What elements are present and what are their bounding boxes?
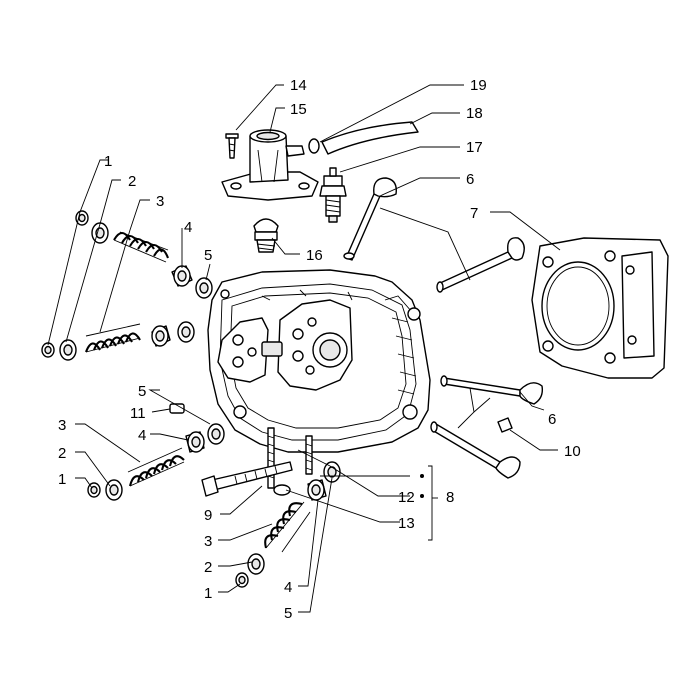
valve-top-a <box>343 177 397 261</box>
plug-16 <box>253 218 279 253</box>
valve-train-upper <box>41 210 213 361</box>
callout-7: 7 <box>470 205 478 222</box>
callout-2: 2 <box>128 173 136 190</box>
temp-sensor-17 <box>319 167 347 223</box>
head-gasket-7 <box>531 237 669 379</box>
callout-3-mid: 3 <box>58 417 66 434</box>
callout-14: 14 <box>290 77 307 94</box>
cylinder-head <box>207 269 431 453</box>
callout-3: 3 <box>156 193 164 210</box>
callout-5-low: 5 <box>284 605 292 622</box>
hose-18 <box>321 121 419 155</box>
valve-train-lower <box>235 461 341 588</box>
callout-11: 11 <box>130 405 146 422</box>
callout-2-low: 2 <box>204 559 212 576</box>
valve-bottom-b <box>430 421 521 479</box>
valve-top-b <box>436 237 525 293</box>
callout-6-top: 6 <box>466 171 474 188</box>
callout-5: 5 <box>204 247 212 264</box>
callout-labels: 1 2 3 4 5 14 15 19 18 17 6 7 16 5 11 4 3… <box>58 77 581 622</box>
callout-1-mid: 1 <box>58 471 66 488</box>
callout-4-low: 4 <box>284 579 292 596</box>
valve-train-middle <box>87 423 225 501</box>
callout-17: 17 <box>466 139 483 156</box>
cap-screw-9 <box>201 461 293 497</box>
water-outlet-15 <box>221 129 319 201</box>
callout-2-mid: 2 <box>58 445 66 462</box>
callout-8: 8 <box>446 489 454 506</box>
callout-5-mid: 5 <box>138 383 146 400</box>
clip-19 <box>308 138 320 154</box>
callout-18: 18 <box>466 105 483 122</box>
callout-4: 4 <box>184 219 192 236</box>
callout-1: 1 <box>104 153 112 170</box>
callout-19: 19 <box>470 77 487 94</box>
pin-10 <box>497 417 513 433</box>
callout-9: 9 <box>204 507 212 524</box>
callout-3-low: 3 <box>204 533 212 550</box>
screw-14 <box>225 133 239 159</box>
callout-10: 10 <box>564 443 581 460</box>
callout-13: 13 <box>398 515 415 532</box>
callout-1-low: 1 <box>204 585 212 602</box>
callout-6-bottom: 6 <box>548 411 556 428</box>
callout-15: 15 <box>290 101 307 118</box>
leader-lines <box>47 84 561 613</box>
callout-12: 12 <box>398 489 415 506</box>
pin-11 <box>169 403 185 414</box>
callout-16: 16 <box>306 247 323 264</box>
callout-4-mid: 4 <box>138 427 146 444</box>
